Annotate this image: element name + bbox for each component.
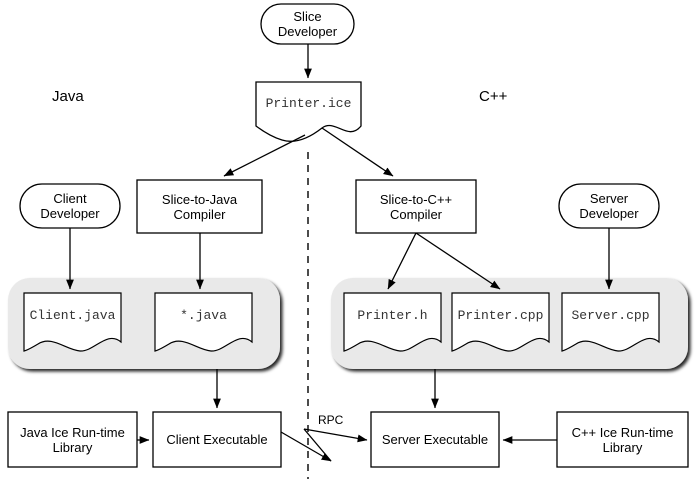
node-client-developer[interactable]: [19, 183, 121, 229]
edge-client-server-rpc: [280, 428, 368, 462]
label-java: Java: [52, 88, 84, 105]
node-cpp-ice-runtime-library[interactable]: [556, 411, 689, 468]
edge-printer-ice-to-slice-to-cpp-compiler: [321, 127, 394, 177]
node-printer-ice[interactable]: [255, 81, 362, 143]
node-printer-h[interactable]: [343, 292, 442, 352]
edge-slice-to-cpp-compiler-to-printer-cpp: [415, 232, 501, 290]
label-rpc: RPC: [318, 413, 344, 427]
label-cpp: C++: [479, 88, 508, 105]
node-client-executable[interactable]: [152, 411, 282, 468]
node-slice-developer[interactable]: [260, 3, 355, 45]
node-slice-to-cpp-compiler[interactable]: [355, 179, 477, 234]
node-printer-cpp[interactable]: [451, 292, 550, 352]
node-client-java[interactable]: [23, 292, 122, 352]
node-slice-to-java-compiler[interactable]: [136, 179, 263, 234]
node-java-ice-runtime-library[interactable]: [7, 411, 138, 468]
node-server-executable[interactable]: [370, 411, 500, 468]
node-server-developer[interactable]: [558, 183, 660, 229]
edge-slice-to-cpp-compiler-to-printer-h: [387, 232, 417, 290]
edge-printer-ice-to-slice-to-java-compiler: [223, 134, 306, 177]
node-star-java[interactable]: [154, 292, 253, 352]
node-server-cpp[interactable]: [561, 292, 660, 352]
